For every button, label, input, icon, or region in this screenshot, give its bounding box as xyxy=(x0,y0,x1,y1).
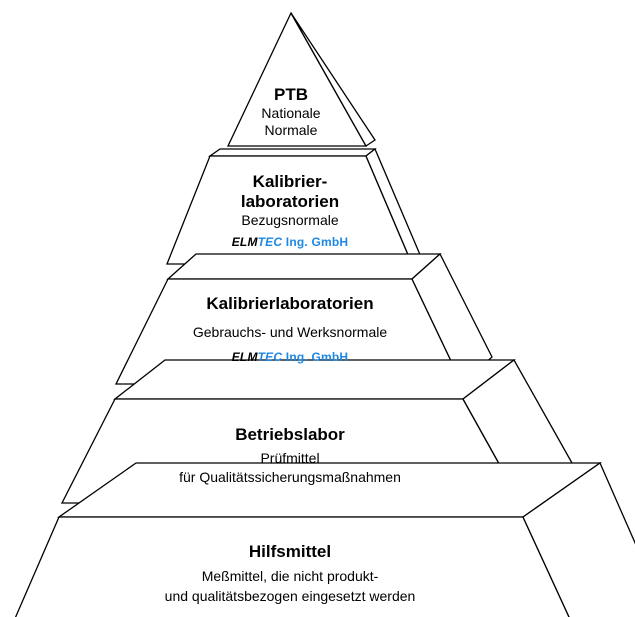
brand-elm: ELM xyxy=(231,235,258,249)
level-4-title: Betriebslabor xyxy=(235,425,345,444)
level-2-title-2: laboratorien xyxy=(240,192,340,211)
level-1-line-1: Nationale xyxy=(261,105,321,121)
level-3-label: Kalibrierlaboratorien Gebrauchs- und Wer… xyxy=(140,294,440,364)
level-2-label: Kalibrier- laboratorien Bezugsnormale EL… xyxy=(190,172,390,249)
brand-rest: Ing. GmbH xyxy=(282,350,349,364)
level-2-top xyxy=(207,148,377,157)
level-1-title: PTB xyxy=(274,85,308,104)
brand-tec: TEC xyxy=(257,350,283,364)
level-5-side xyxy=(522,462,635,617)
level-2-brand-logo: ELMTEC Ing. GmbH xyxy=(190,235,390,249)
level-5-label: Hilfsmittel Meßmittel, die nicht produkt… xyxy=(140,542,440,605)
level-4-line-2: für Qualitätssicherungsmaßnahmen xyxy=(179,469,401,485)
level-2-title-1: Kalibrier- xyxy=(252,172,328,191)
level-5-front xyxy=(14,516,570,617)
brand-rest: Ing. GmbH xyxy=(282,235,349,249)
level-3-line-1: Gebrauchs- und Werksnormale xyxy=(192,324,388,340)
level-2-line-1: Bezugsnormale xyxy=(241,212,339,228)
brand-tec: TEC xyxy=(257,235,283,249)
level-3-top xyxy=(166,253,442,280)
level-4-line-1: Prüfmittel xyxy=(260,450,320,466)
level-3-brand-logo: ELMTEC Ing. GmbH xyxy=(140,350,440,364)
level-1-line-2: Normale xyxy=(264,122,318,138)
level-4-label: Betriebslabor Prüfmittel für Qualitätssi… xyxy=(140,425,440,486)
level-5-line-1: Meßmittel, die nicht produkt- xyxy=(201,568,379,584)
level-3-side xyxy=(411,252,493,386)
level-1-label: PTB Nationale Normale xyxy=(241,85,341,139)
brand-elm: ELM xyxy=(231,350,258,364)
level-1-side xyxy=(290,12,376,147)
level-5-title: Hilfsmittel xyxy=(248,542,332,561)
level-5-line-2: und qualitätsbezogen eingesetzt werden xyxy=(164,588,416,604)
level-3-title: Kalibrierlaboratorien xyxy=(206,294,374,313)
level-4-top xyxy=(113,359,516,400)
